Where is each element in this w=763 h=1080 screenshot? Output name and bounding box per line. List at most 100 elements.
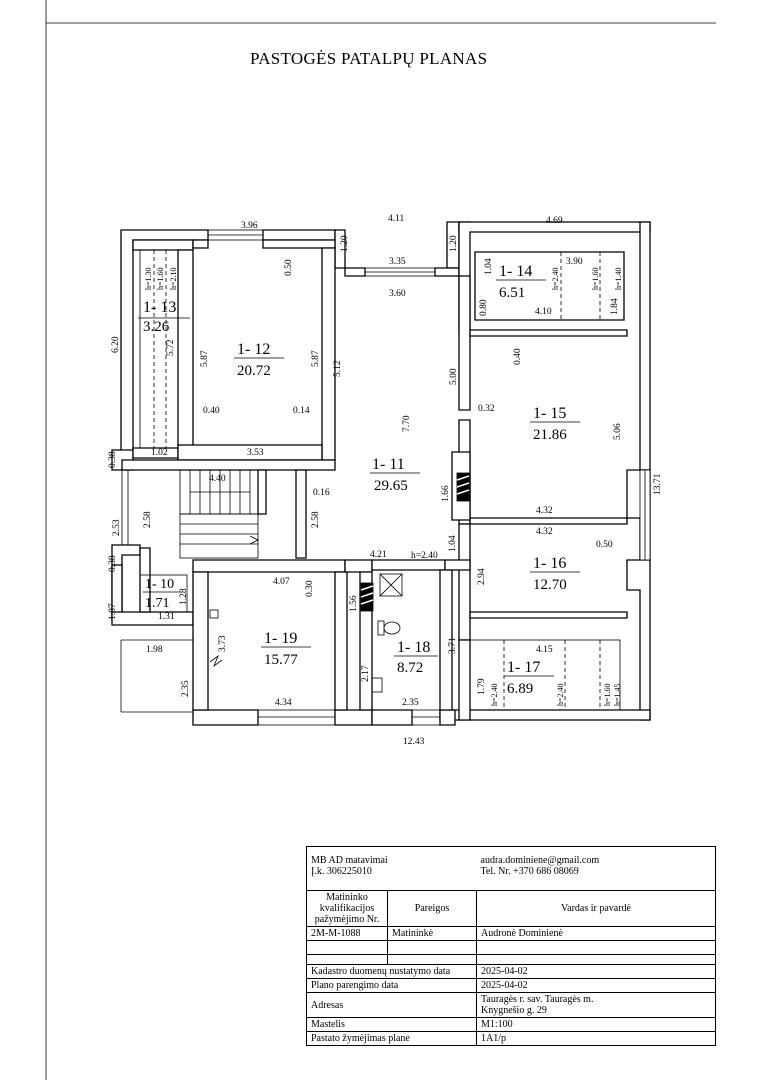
row-value: M1:100 [476,1017,716,1032]
room-area: 1.71 [145,596,170,611]
windows [121,229,651,726]
svg-text:0.30: 0.30 [305,580,315,597]
room-area: 12.70 [533,577,567,593]
svg-text:5.72: 5.72 [166,339,176,356]
svg-text:3.73: 3.73 [218,635,228,652]
svg-text:0.38: 0.38 [108,451,118,468]
svg-text:0.80: 0.80 [479,299,489,316]
room-outlines [120,249,625,713]
svg-text:2.17: 2.17 [361,665,371,682]
dimension-labels: 3.96 4.11 4.69 3.35 3.60 1.20 1.20 0.50 … [108,214,663,747]
address-line-2: Knygnešio g. 29 [481,1005,547,1016]
room-area: 3.26 [143,319,170,335]
title-block-table: MB AD matavimai Į.k. 306225010 audra.dom… [306,846,716,1046]
svg-text:4.15: 4.15 [536,645,553,655]
svg-text:1.04: 1.04 [484,258,494,275]
chimney-icon [360,472,470,612]
svg-text:3.60: 3.60 [389,289,406,299]
room-area: 8.72 [397,660,423,676]
svg-text:5.87: 5.87 [200,350,210,367]
svg-text:4.10: 4.10 [535,307,552,317]
svg-text:13.71: 13.71 [653,473,663,495]
svg-text:1.56: 1.56 [349,595,359,612]
svg-text:h=2.40: h=2.40 [490,683,499,706]
contact-cell: audra.dominiene@gmail.com Tel. Nr. +370 … [476,846,716,891]
svg-text:1.79: 1.79 [477,678,487,695]
row-label: Kadastro duomenų nustatymo data [306,964,477,979]
svg-text:3.35: 3.35 [389,257,406,267]
svg-text:4.07: 4.07 [273,577,290,587]
staircase [179,469,259,559]
svg-text:4.34: 4.34 [275,698,292,708]
sanitary-fixtures [209,573,403,693]
svg-text:5.12: 5.12 [333,360,343,377]
room-id: 1- 18 [397,639,430,656]
row-value: 1A1/p [476,1031,716,1046]
svg-text:1.98: 1.98 [146,645,163,655]
svg-text:1.20: 1.20 [340,235,350,252]
svg-text:0.40: 0.40 [513,348,523,365]
svg-text:h=1.60: h=1.60 [156,267,165,290]
svg-text:2.94: 2.94 [477,568,487,585]
svg-text:0.50: 0.50 [284,259,294,276]
surveyor-name: Audronė Dominienė [476,926,716,941]
room-id: 1- 16 [533,555,566,572]
name-header: Vardas ir pavardė [476,890,716,927]
row-label: Pastato žymėjimas plane [306,1031,477,1046]
svg-text:12.43: 12.43 [403,737,425,747]
svg-text:3.53: 3.53 [247,448,264,458]
row-value: Tauragės r. sav. Tauragės m. Knygnešio g… [476,992,716,1018]
svg-text:1.84: 1.84 [610,298,620,315]
svg-text:2.58: 2.58 [311,511,321,528]
room-area: 20.72 [237,363,271,379]
room-area: 29.65 [374,478,408,494]
svg-text:1.87: 1.87 [108,603,118,620]
svg-text:0.38: 0.38 [108,555,118,572]
svg-text:0.40: 0.40 [203,406,220,416]
room-area: 15.77 [264,652,298,668]
svg-text:3.90: 3.90 [566,257,583,267]
svg-text:0.32: 0.32 [478,404,495,414]
company-cell: MB AD matavimai Į.k. 306225010 [306,846,477,891]
svg-text:4.21: 4.21 [370,550,387,560]
svg-text:1.31: 1.31 [158,612,175,622]
company-code: Į.k. 306225010 [311,866,372,877]
svg-text:2.53: 2.53 [112,519,122,536]
svg-text:1.20: 1.20 [449,235,459,252]
svg-text:7.70: 7.70 [402,415,412,432]
svg-text:h=2.40: h=2.40 [556,683,565,706]
row-value: 2025-04-02 [476,978,716,993]
svg-text:h=2.10: h=2.10 [169,267,178,290]
svg-text:4.32: 4.32 [536,527,553,537]
svg-text:1.28: 1.28 [179,588,189,605]
svg-text:5.00: 5.00 [449,368,459,385]
svg-text:3.71: 3.71 [448,637,458,654]
room-id: 1- 17 [507,659,540,676]
svg-text:1.66: 1.66 [441,485,451,502]
svg-text:1.04: 1.04 [448,535,458,552]
svg-text:h=1.60: h=1.60 [603,683,612,706]
svg-text:6.20: 6.20 [111,336,121,353]
row-label: Plano parengimo data [306,978,477,993]
room-id: 1- 10 [145,577,174,592]
svg-text:0.50: 0.50 [596,540,613,550]
svg-text:4.69: 4.69 [546,216,563,226]
room-area: 6.51 [499,285,525,301]
room-id: 1- 13 [143,299,176,316]
svg-text:5.06: 5.06 [613,423,623,440]
phone: Tel. Nr. +370 686 08069 [480,866,579,877]
svg-text:h=2.40: h=2.40 [551,267,560,290]
position-header: Pareigos [387,890,477,927]
svg-text:1.02: 1.02 [151,448,168,458]
svg-text:3.96: 3.96 [241,221,258,231]
room-id: 1- 12 [237,341,270,358]
svg-text:2.58: 2.58 [143,511,153,528]
internal-walls [121,239,628,721]
row-value: 2025-04-02 [476,964,716,979]
svg-text:4.32: 4.32 [536,506,553,516]
title-block: MB AD matavimai Į.k. 306225010 audra.dom… [306,846,716,1046]
room-labels: 1- 11 29.65 1- 12 20.72 1- 13 3.26 1- 14… [143,263,580,697]
page-title: PASTOGĖS PATALPŲ PLANAS [250,49,488,68]
svg-text:h=1.60: h=1.60 [591,267,600,290]
